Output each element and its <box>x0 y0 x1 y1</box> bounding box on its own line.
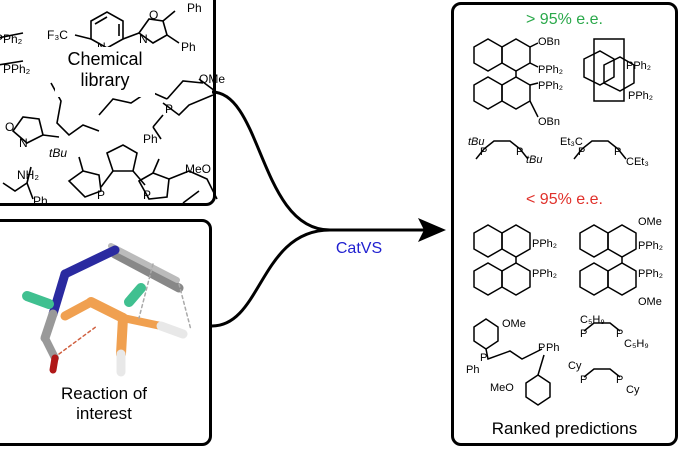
et3c-label: Et₃C <box>560 136 583 148</box>
arrowhead <box>418 218 446 242</box>
p-label-2: P <box>516 146 523 158</box>
tbu-label-2: tBu <box>526 154 543 166</box>
obn-bottom-label: OBn <box>538 116 560 128</box>
chemical-library-box: F₃C Ph Ph PPh₂ PPh₂ N N O OMe P Ph O tBu… <box>0 0 225 208</box>
ph-label-d: Ph <box>33 194 48 208</box>
low-ee-header: < 95% e.e. <box>526 191 603 208</box>
cyclopentane-ring <box>106 144 138 172</box>
p-label-c: P <box>143 188 151 202</box>
ph-label-a: Ph <box>187 1 202 15</box>
pph2-label-a: PPh₂ <box>0 32 23 46</box>
predicted-ligands: OBn PPh₂ PPh₂ OBn PPh₂ PPh₂ tBu P P tBu … <box>466 36 663 406</box>
cf3-label: F₃C <box>47 28 68 42</box>
ome-label-2: OMe <box>638 296 662 308</box>
meo-label-1: MeO <box>490 382 514 394</box>
p-label-a: P <box>165 102 173 116</box>
library-structures: F₃C Ph Ph PPh₂ PPh₂ N N O OMe P Ph O tBu… <box>0 1 225 208</box>
n-label-lower: N <box>19 136 28 150</box>
high-ee-header: > 95% e.e. <box>526 11 603 28</box>
p-label-1: P <box>480 146 487 158</box>
tbu-label-1: tBu <box>468 136 485 148</box>
ph-label-1: Ph <box>546 342 559 354</box>
pph2-label-b: PPh₂ <box>3 62 31 76</box>
c5h9-label-2: C₅H₉ <box>624 338 649 350</box>
pph2-label-5: PPh₂ <box>532 238 557 250</box>
nh2-label: NH₂ <box>17 168 39 182</box>
pph2-label-8: PPh₂ <box>638 268 663 280</box>
p-label-b: P <box>97 188 105 202</box>
cet3-label: CEt₃ <box>626 156 649 168</box>
reaction-label-line2: interest <box>76 403 132 423</box>
pph2-label-6: PPh₂ <box>532 268 557 280</box>
ome-label-3: OMe <box>502 318 526 330</box>
n-label-b: N <box>139 32 148 46</box>
ph-label-c: Ph <box>143 132 158 146</box>
p-label-8: P <box>616 328 623 340</box>
arrow-bottom-branch <box>211 228 331 328</box>
reaction-label: Reaction of interest <box>23 384 185 423</box>
chemical-library-line1: Chemical <box>67 49 143 69</box>
chemical-library-label: Chemical library <box>55 49 155 90</box>
p-label-7: P <box>580 328 587 340</box>
ranked-predictions-box: > 95% e.e. < 95% e.e. Ranked predictions <box>451 2 678 446</box>
phospholane-ring-2 <box>137 172 170 200</box>
pph2-label-4: PPh₂ <box>628 90 653 102</box>
pph2-label-1: PPh₂ <box>538 64 563 76</box>
ph-label-2: Ph <box>466 364 479 376</box>
reaction-box: Reaction of interest <box>0 219 212 446</box>
tbu-label: tBu <box>49 146 67 160</box>
p-label-3: P <box>578 146 585 158</box>
p-label-5: P <box>480 352 487 364</box>
cy-label-1: Cy <box>568 360 582 372</box>
p-label-4: P <box>614 146 621 158</box>
pph2-label-7: PPh₂ <box>638 240 663 252</box>
p-label-6: P <box>538 342 545 354</box>
pph2-label-2: PPh₂ <box>538 80 563 92</box>
o-label-a: O <box>149 8 158 22</box>
ph-label-b: Ph <box>181 40 196 54</box>
ome-label: OMe <box>199 72 225 86</box>
pph2-label-3: PPh₂ <box>626 60 651 72</box>
meo-label: MeO <box>185 162 211 176</box>
phospholane-ring-1 <box>67 170 102 198</box>
oxazoline-ring <box>137 18 168 44</box>
p-label-9: P <box>580 374 587 386</box>
obn-top-label: OBn <box>538 36 560 48</box>
reaction-label-line1: Reaction of <box>61 384 147 403</box>
transition-state-model <box>22 243 192 377</box>
catvs-label: CatVS <box>335 240 383 257</box>
ome-label-1: OMe <box>638 216 662 228</box>
arrow-top-branch <box>211 90 331 232</box>
c5h9-label-1: C₅H₉ <box>580 314 605 326</box>
o-label-b: O <box>5 120 14 134</box>
ranked-predictions-label: Ranked predictions <box>491 419 638 438</box>
cy-label-2: Cy <box>626 384 640 396</box>
p-label-10: P <box>616 374 623 386</box>
oxazoline-ring-2 <box>11 116 44 144</box>
chemical-library-line2: library <box>80 69 130 90</box>
library-label-backdrop <box>55 47 155 97</box>
